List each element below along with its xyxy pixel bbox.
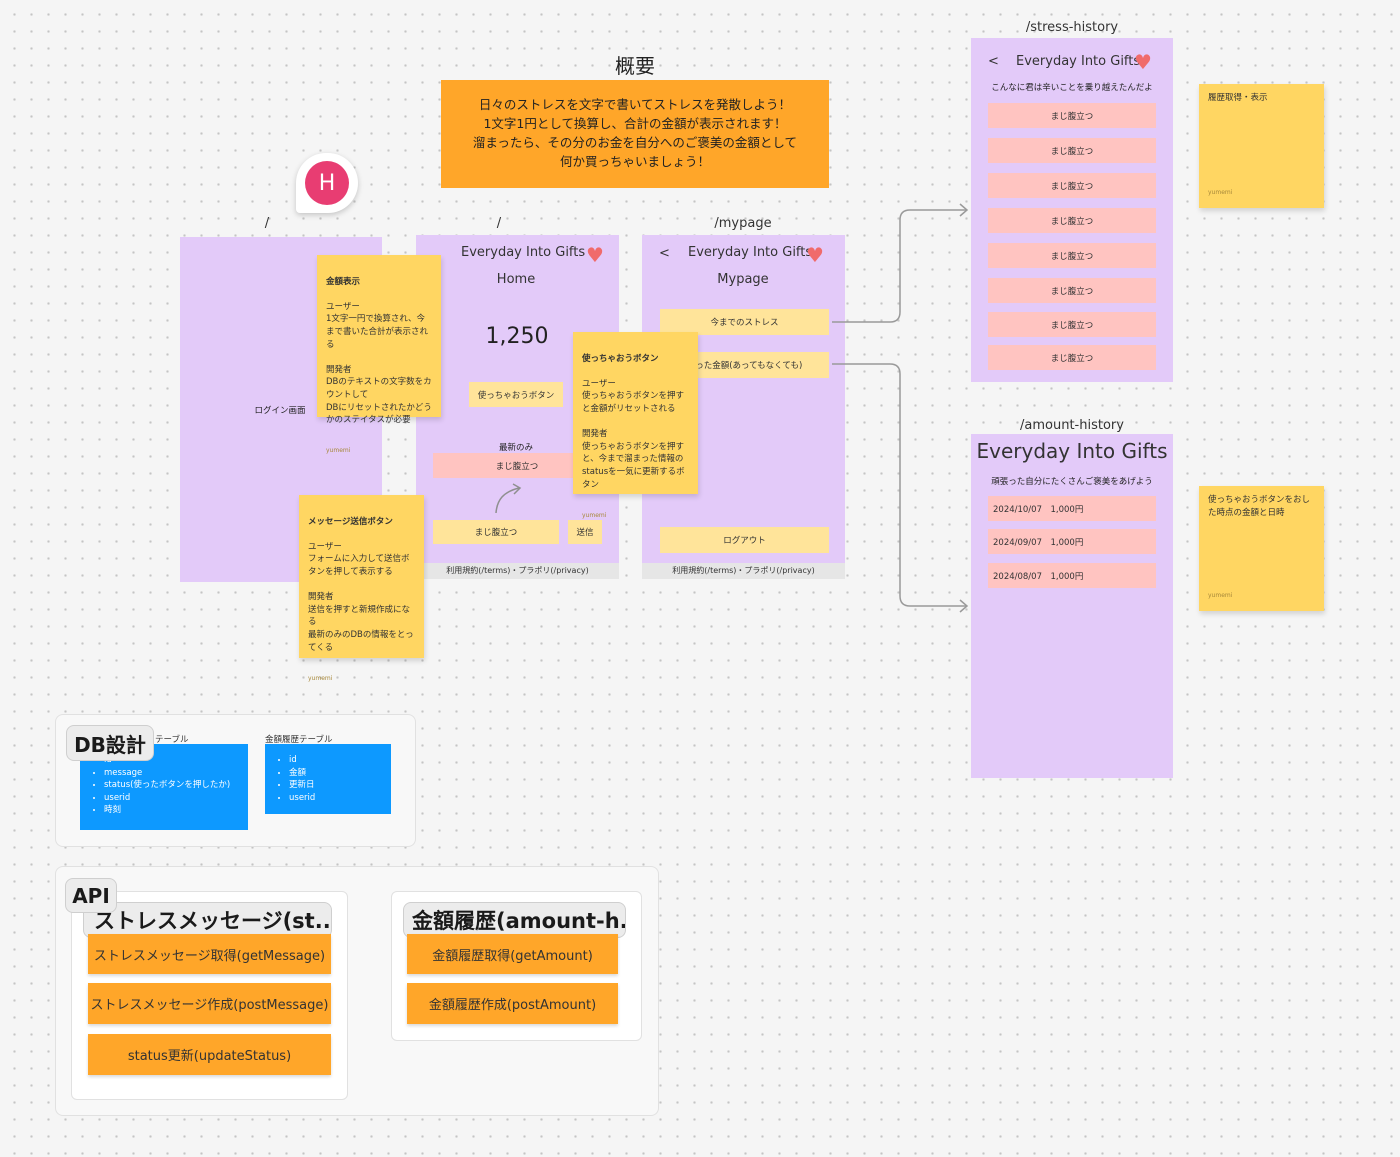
login-screen-label: ログイン画面 xyxy=(254,406,306,416)
amount-table-title: 金額履歴テーブル xyxy=(265,735,333,745)
get-message-button[interactable]: ストレスメッセージ取得(getMessage) xyxy=(88,934,331,974)
sticky-body: 履歴取得・表示 xyxy=(1208,93,1268,103)
stress-history-route-label: /stress-history xyxy=(1025,20,1119,35)
home-subtitle: Home xyxy=(496,272,536,287)
overview-line: 何か買っちゃいましょう！ xyxy=(559,154,710,169)
home-screen-frame: Everyday Into Gifts ♥ Home 1,250 使っちゃおうボ… xyxy=(416,235,619,563)
home-app-title: Everyday Into Gifts xyxy=(461,245,586,260)
home-footer[interactable]: 利用規約(/terms)・プラポリ(/privacy) xyxy=(416,563,619,579)
table-field: id xyxy=(289,754,379,767)
amount-table: id 金額 更新日 userid xyxy=(265,744,391,814)
use-button[interactable]: 使っちゃおうボタン xyxy=(469,382,563,407)
amount-history-frame: Everyday Into Gifts 頑張った自分にたくさんご褒美をあげよう … xyxy=(971,434,1173,778)
overview-title: 概要 xyxy=(615,54,655,78)
message-input[interactable]: まじ腹立つ xyxy=(433,520,559,544)
avatar-initial: H xyxy=(305,161,349,205)
amount-api-group-title[interactable]: 金額履歴(amount-h... xyxy=(403,902,626,938)
connector-to-amount-history xyxy=(832,363,966,607)
home-route-label: / xyxy=(496,216,502,231)
overview-line: 溜まったら、その分のお金を自分へのご褒美の金額として xyxy=(472,135,798,150)
heart-icon[interactable]: ♥ xyxy=(586,243,604,267)
arrowhead-icon xyxy=(959,203,969,217)
stress-history-frame: < Everyday Into Gifts ♥ こんなに君は辛いことを乗り越えた… xyxy=(971,38,1173,382)
stress-history-item: まじ腹立つ xyxy=(988,103,1156,128)
latest-label: 最新のみ xyxy=(498,443,533,453)
post-message-button[interactable]: ストレスメッセージ作成(postMessage) xyxy=(88,983,331,1024)
heart-icon[interactable]: ♥ xyxy=(1134,50,1152,74)
stress-history-link[interactable]: 今までのストレス xyxy=(660,309,829,335)
amount-history-app-title: Everyday Into Gifts xyxy=(976,439,1168,463)
db-section-tag[interactable]: DB設計 xyxy=(66,725,154,761)
overview-box: 日々のストレスを文字で書いてストレスを発散しよう！ 1文字1円として換算し、合計… xyxy=(441,80,829,188)
amount-history-caption: 頑張った自分にたくさんご褒美をあげよう xyxy=(991,477,1153,487)
stress-history-item: まじ腹立つ xyxy=(988,345,1156,370)
api-section-tag[interactable]: API xyxy=(65,878,117,913)
avatar[interactable]: H xyxy=(296,153,358,213)
amount-history-item: 2024/10/07 1,000円 xyxy=(988,496,1156,521)
get-amount-button[interactable]: 金額履歴取得(getAmount) xyxy=(407,934,618,974)
amount-history-item: 2024/09/07 1,000円 xyxy=(988,529,1156,554)
home-amount: 1,250 xyxy=(485,324,549,349)
sticky-title: 使っちゃおうボタン xyxy=(582,353,659,364)
table-field: status(使ったボタンを押したか) xyxy=(104,779,236,792)
table-field: userid xyxy=(289,792,379,805)
stress-history-item: まじ腹立つ xyxy=(988,138,1156,163)
sticky-body: ユーザー 使っちゃおうボタンを押すと金額がリセットされる 開発者 使っちゃおうボ… xyxy=(582,378,685,490)
table-field: 時刻 xyxy=(104,804,236,817)
logout-button[interactable]: ログアウト xyxy=(660,527,829,553)
stress-history-item: まじ腹立つ xyxy=(988,243,1156,268)
send-button[interactable]: 送信 xyxy=(568,520,602,544)
overview-line: 1文字1円として換算し、合計の金額が表示されます！ xyxy=(483,116,787,131)
sticky-body: ユーザー フォームに入力して送信ボタンを押して表示する 開発者 送信を押すと新規… xyxy=(308,541,414,653)
sticky-title: 金額表示 xyxy=(326,276,361,287)
table-field: message xyxy=(104,767,236,780)
message-table-title: テーブル xyxy=(155,735,189,745)
stress-history-item: まじ腹立つ xyxy=(988,173,1156,198)
update-status-button[interactable]: status更新(updateStatus) xyxy=(88,1034,331,1075)
arrowhead-icon xyxy=(959,599,969,613)
mypage-route-label: /mypage xyxy=(714,216,772,231)
overview-line: 日々のストレスを文字で書いてストレスを発散しよう！ xyxy=(478,97,792,112)
mypage-app-title: Everyday Into Gifts xyxy=(688,245,813,260)
sticky-note-amount-display[interactable]: 金額表示 ユーザー 1文字一円で換算され、今まで書いた合計が表示される 開発者 … xyxy=(317,255,441,454)
sticky-note-send-button[interactable]: メッセージ送信ボタン ユーザー フォームに入力して送信ボタンを押して表示する 開… xyxy=(299,495,424,682)
stress-history-item: まじ腹立つ xyxy=(988,278,1156,303)
table-field: 更新日 xyxy=(289,779,379,792)
sticky-author: yumemi xyxy=(1208,592,1233,600)
login-route-label: / xyxy=(264,216,270,231)
post-amount-button[interactable]: 金額履歴作成(postAmount) xyxy=(407,983,618,1024)
mypage-subtitle: Mypage xyxy=(717,272,769,287)
stress-history-item: まじ腹立つ xyxy=(988,312,1156,337)
sticky-body: ユーザー 1文字一円で換算され、今まで書いた合計が表示される 開発者 DBのテキ… xyxy=(326,301,432,426)
connector-to-stress-history xyxy=(832,209,966,323)
table-field: 金額 xyxy=(289,767,379,780)
mypage-footer[interactable]: 利用規約(/terms)・プラポリ(/privacy) xyxy=(642,563,845,579)
amount-history-route-label: /amount-history xyxy=(1020,418,1124,433)
sticky-note-amount-time[interactable]: 使っちゃおうボタンをおした時点の金額と日時 yumemi xyxy=(1199,486,1324,611)
sticky-note-history-fetch[interactable]: 履歴取得・表示 yumemi xyxy=(1199,84,1324,208)
amount-history-item: 2024/08/07 1,000円 xyxy=(988,563,1156,588)
sticky-author: yumemi xyxy=(308,674,333,682)
sticky-author: yumemi xyxy=(326,447,351,455)
back-icon[interactable]: < xyxy=(659,246,670,261)
stress-api-group-title[interactable]: ストレスメッセージ(st... xyxy=(83,902,332,938)
sticky-body: 使っちゃおうボタンをおした時点の金額と日時 xyxy=(1208,495,1311,518)
heart-icon[interactable]: ♥ xyxy=(806,243,824,267)
stress-history-item: まじ腹立つ xyxy=(988,208,1156,233)
sticky-title: メッセージ送信ボタン xyxy=(308,516,393,527)
table-field: userid xyxy=(104,792,236,805)
sticky-note-use-button[interactable]: 使っちゃおうボタン ユーザー 使っちゃおうボタンを押すと金額がリセットされる 開… xyxy=(573,332,698,519)
sticky-author: yumemi xyxy=(582,511,607,519)
stress-history-caption: こんなに君は辛いことを乗り越えたんだよ xyxy=(991,83,1153,93)
stress-history-app-title: Everyday Into Gifts xyxy=(1016,54,1141,69)
arrow-up-right-icon xyxy=(495,483,522,514)
back-icon[interactable]: < xyxy=(988,54,999,69)
sticky-author: yumemi xyxy=(1208,189,1233,197)
